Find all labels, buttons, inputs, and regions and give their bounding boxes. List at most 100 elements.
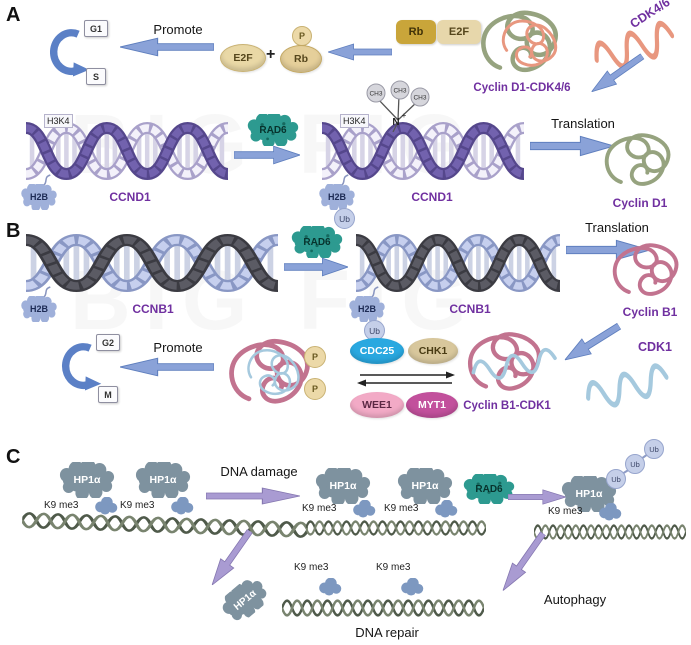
cyclin-b1-protein-scribble	[604, 236, 688, 306]
hp1a-label: HP1α	[329, 480, 357, 492]
dna-helix-ccnb1-2	[356, 228, 560, 298]
h2b-blob-b1: H2B	[20, 296, 58, 322]
ub-chain: Ub Ub Ub	[606, 439, 664, 489]
ch3-label: CH3	[393, 88, 406, 95]
h2b-blob-b2: H2B	[348, 296, 386, 322]
phospho-p-badge-1: P	[304, 346, 326, 368]
rad6-arrow-a	[234, 144, 300, 166]
h2b-label: H2B	[357, 304, 376, 314]
dna-damage-label: DNA damage	[220, 464, 298, 479]
ccnb1-label-1: CCNB1	[132, 302, 174, 316]
g1-phase-box: G1	[84, 20, 108, 37]
k9me3-label: K9 me3	[44, 500, 79, 511]
h2b-label: H2B	[327, 192, 346, 202]
ub-label: Ub	[630, 460, 640, 469]
rb-box: Rb	[396, 20, 436, 44]
dna-damage-arrow	[206, 486, 300, 506]
rad6-blob-icon	[246, 114, 300, 146]
rad6-blob-a: RAD6	[246, 114, 300, 146]
translation-label-b: Translation	[585, 220, 649, 235]
cyclin-d1-protein-scribble	[594, 126, 682, 196]
cyclin-d1-cdk46-label: Cyclin D1-CDK4/6	[473, 82, 571, 94]
panel-a-label: A	[6, 4, 21, 26]
ccnb1-label-2: CCNB1	[449, 302, 491, 316]
hp1a-blob-3: HP1α	[314, 468, 372, 504]
hp1a-blob-4: HP1α	[396, 468, 454, 504]
k9me3-label: K9 me3	[120, 500, 155, 511]
hp1a-label: HP1α	[411, 480, 439, 492]
autophagy-arrow	[495, 528, 552, 597]
nitrogen-label: N	[392, 117, 399, 128]
rad6-arrow-b	[284, 256, 348, 278]
h2b-label: H2B	[29, 192, 48, 202]
ub-badge-a: Ub	[334, 208, 355, 229]
g2-phase-box: G2	[96, 334, 120, 351]
rad6-blob-icon	[462, 474, 516, 504]
h3k4-tag-1: H3K4	[44, 114, 73, 128]
cdc25-ellipse: CDC25	[350, 338, 404, 364]
rad6-blob-c: RAD6	[462, 474, 516, 504]
hp1a-blob-5: HP1α	[560, 476, 618, 512]
s-phase-box: S	[86, 68, 106, 85]
promote-label-a: Promote	[153, 22, 203, 37]
translation-label-a: Translation	[551, 116, 615, 131]
rad6-blob-b: RAD6	[290, 226, 344, 258]
dna-repair-label: DNA repair	[355, 625, 419, 640]
chk1-ellipse: CHK1	[408, 338, 458, 364]
cdk1-wave	[580, 353, 679, 421]
k9me3-label: K9 me3	[384, 503, 419, 514]
dna-strand-repair	[282, 590, 484, 626]
k9me3-label: K9 me3	[376, 562, 411, 573]
ub-label: Ub	[649, 445, 659, 454]
equilibrium-arrows	[357, 371, 455, 387]
hp1a-blob-2: HP1α	[134, 462, 192, 498]
autophagy-label: Autophagy	[543, 592, 607, 607]
h2b-label: H2B	[29, 304, 48, 314]
hp1a-blob-1: HP1α	[58, 462, 116, 498]
panel-b-label: B	[6, 220, 21, 242]
k9me3-label: K9 me3	[302, 503, 337, 514]
h2b-blob-a2: H2B	[318, 184, 356, 210]
ch3-label: CH3	[413, 95, 426, 102]
h2b-blob-a1: H2B	[20, 184, 58, 210]
rad6-blob-icon	[290, 226, 344, 258]
promote-arrow-a	[120, 36, 214, 58]
ub-label: Ub	[611, 475, 621, 484]
cyclin-b1-label: Cyclin B1	[622, 305, 678, 319]
rad6-arrow-c	[508, 488, 566, 506]
k9me3-label: K9 me3	[548, 506, 583, 517]
hp1a-label: HP1α	[73, 474, 101, 486]
myt1-ellipse: MYT1	[406, 392, 458, 418]
rad6-label: RAD6	[259, 124, 287, 136]
ccnd1-label-2: CCND1	[411, 190, 453, 204]
h3k4-trimethyl-group: CH3 CH3 CH3 N +	[366, 80, 430, 132]
cdk1-label: CDK1	[637, 340, 673, 354]
phospho-p-badge: P	[292, 26, 312, 46]
dna-strand-c1	[21, 503, 308, 547]
promote-label-b: Promote	[153, 340, 203, 355]
hp1a-label: HP1α	[575, 488, 603, 500]
e2f-free-ellipse: E2F	[220, 44, 266, 72]
dna-strand-c2	[306, 512, 486, 544]
hp1a-label: HP1α	[149, 474, 177, 486]
rad6-label: RAD6	[475, 483, 503, 495]
k9me3-label: K9 me3	[294, 562, 329, 573]
panel-c-label: C	[6, 446, 21, 468]
cyclin-b1-cdk1-label: Cyclin B1-CDK1	[463, 400, 551, 412]
phospho-p-badge-2: P	[304, 378, 326, 400]
ccnd1-label-1: CCND1	[109, 190, 151, 204]
rb-free-ellipse: Rb	[280, 45, 322, 73]
dna-helix-ccnb1-1	[26, 228, 278, 298]
rad6-label: RAD6	[303, 236, 331, 248]
ch3-label: CH3	[369, 91, 382, 98]
dna-strand-c3	[534, 516, 686, 548]
plus-sign: +	[266, 46, 276, 63]
cdk1-to-complex-arrow	[559, 317, 625, 370]
e2f-box: E2F	[437, 20, 481, 44]
nitrogen-charge: +	[402, 111, 407, 120]
release-arrow-a	[328, 42, 392, 62]
promote-arrow-b	[120, 356, 214, 378]
wee1-ellipse: WEE1	[350, 392, 404, 418]
cyclin-d1-label: Cyclin D1	[612, 196, 668, 210]
